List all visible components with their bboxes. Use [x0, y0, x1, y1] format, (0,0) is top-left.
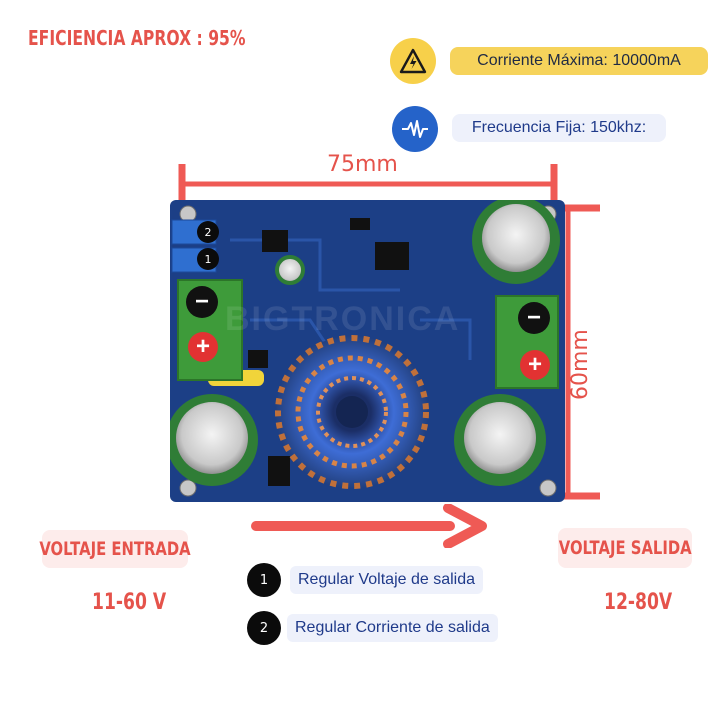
- input-voltage-label: VOLTAJE ENTRADA: [39, 538, 191, 560]
- frequency-spec-label: Frecuencia Fija: 150khz:: [471, 119, 647, 136]
- output-voltage-pill: VOLTAJE SALIDA: [558, 528, 692, 568]
- input-negative-sign: −: [194, 288, 209, 315]
- input-positive-sign: +: [195, 333, 210, 360]
- width-dimension-line: [178, 164, 558, 204]
- efficiency-label: EFICIENCIA APROX : 95%: [28, 26, 246, 50]
- flow-arrow: [251, 504, 487, 548]
- input-voltage-pill: VOLTAJE ENTRADA: [39, 530, 191, 568]
- width-dimension-label: 75mm: [327, 152, 398, 177]
- input-voltage-value: 11-60 V: [92, 590, 167, 615]
- legend-text-1: Regular Voltaje de salida: [290, 566, 484, 594]
- current-spec-label: Corriente Máxima: 10000mA: [477, 52, 681, 69]
- frequency-spec-pill: Frecuencia Fija: 150khz:: [452, 114, 666, 142]
- legend-text-2: Regular Corriente de salida: [287, 614, 498, 642]
- output-positive-sign: +: [527, 351, 542, 378]
- output-voltage-label: VOLTAJE SALIDA: [558, 537, 692, 559]
- output-negative-sign: −: [526, 304, 541, 331]
- waveform-icon: [392, 106, 438, 152]
- watermark: BIGTRONICA: [225, 300, 461, 338]
- legend-number-2: 2: [247, 611, 281, 645]
- height-dimension-label: 60mm: [568, 329, 593, 400]
- legend-number-1: 1: [247, 563, 281, 597]
- output-voltage-value: 12-80V: [604, 590, 673, 615]
- output-negative-icon: −: [518, 302, 550, 334]
- input-negative-icon: −: [186, 286, 218, 318]
- pot-badge-1: 1: [197, 248, 219, 270]
- pot-badge-2: 2: [197, 221, 219, 243]
- pcb-board: [170, 200, 565, 502]
- warning-icon: [390, 38, 436, 84]
- output-positive-icon: +: [520, 350, 550, 380]
- input-positive-icon: +: [188, 332, 218, 362]
- current-spec-pill: Corriente Máxima: 10000mA: [450, 47, 708, 75]
